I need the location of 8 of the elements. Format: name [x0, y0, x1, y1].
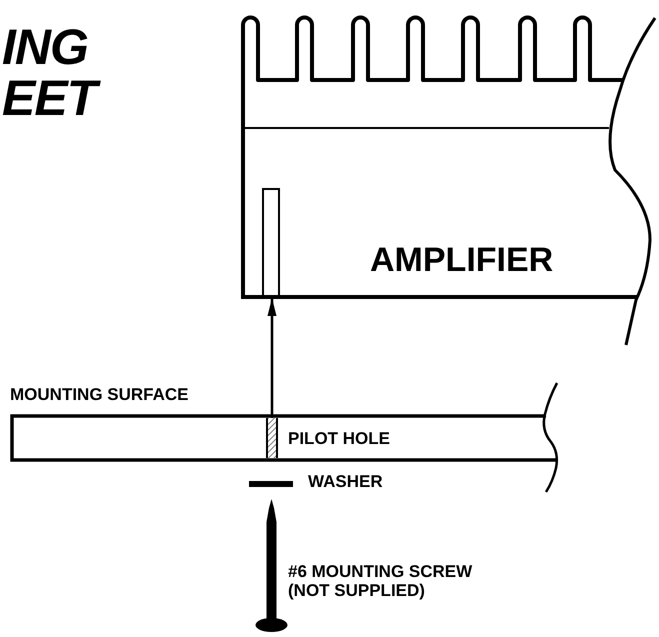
- part-label: PILOT HOLE: [288, 429, 390, 449]
- pilot-hole: [266, 418, 278, 458]
- mounting-slot: [262, 188, 280, 298]
- part-label: AMPLIFIER: [370, 241, 554, 280]
- part-label: #6 MOUNTING SCREW (NOT SUPPLIED): [288, 562, 474, 600]
- heading: ING EET: [2, 22, 114, 124]
- part-label: WASHER: [308, 472, 383, 492]
- part-label: MOUNTING SURFACE: [10, 385, 188, 405]
